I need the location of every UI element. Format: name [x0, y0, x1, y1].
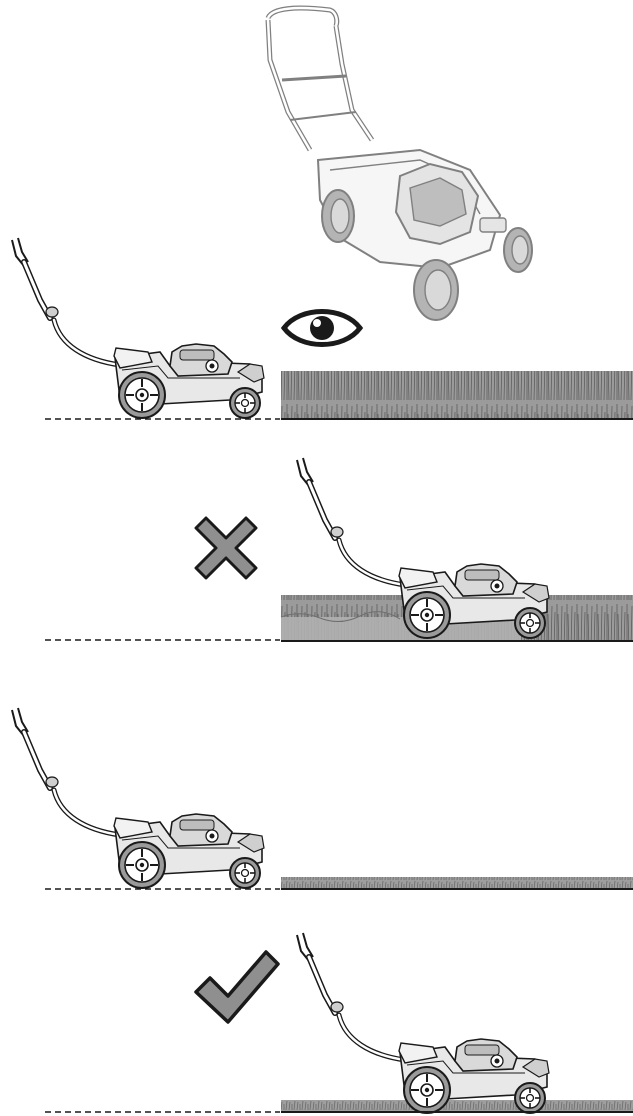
short-grass-area	[281, 1100, 633, 1112]
tall-grass-area	[281, 371, 633, 419]
perspective-mower-illustration	[268, 8, 532, 320]
panel-correct-cut	[45, 933, 633, 1113]
short-grass-area	[281, 877, 633, 889]
side-view-mower	[12, 708, 264, 888]
side-view-mower	[297, 933, 549, 1113]
panel-inspect-tall-grass	[12, 238, 633, 419]
side-view-mower	[12, 238, 264, 418]
x-cross-icon	[196, 518, 256, 578]
panel-short-grass	[12, 708, 633, 889]
check-mark-icon	[196, 952, 278, 1022]
panel-wrong-cut	[45, 458, 633, 641]
eye-icon	[284, 312, 360, 345]
